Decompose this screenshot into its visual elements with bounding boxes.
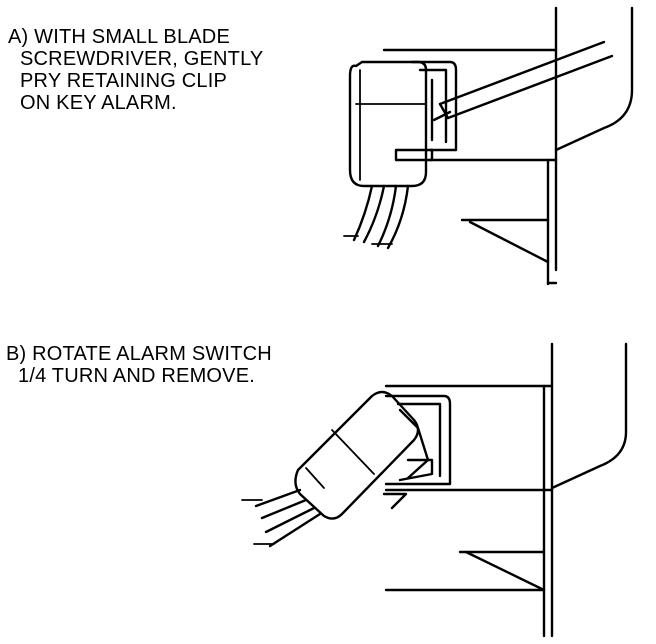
step-a-line-1: A) WITH SMALL BLADE bbox=[8, 26, 230, 48]
step-a-line-3: PRY RETAINING CLIP bbox=[20, 70, 227, 92]
mounting-bracket-b bbox=[382, 394, 452, 510]
step-b-line-2: 1/4 TURN AND REMOVE. bbox=[18, 365, 256, 387]
dash-panel-a bbox=[382, 6, 634, 286]
screwdriver-icon bbox=[432, 40, 614, 122]
dash-panel-b bbox=[384, 342, 628, 638]
step-b-caption: B) ROTATE ALARM SWITCH 1/4 TURN AND REMO… bbox=[6, 343, 272, 387]
step-a-line-2: SCREWDRIVER, GENTLY bbox=[20, 48, 264, 70]
step-a-line-4: ON KEY ALARM. bbox=[20, 92, 177, 114]
key-alarm-switch-b bbox=[241, 390, 434, 548]
key-alarm-switch-a bbox=[343, 60, 458, 250]
step-a-caption: A) WITH SMALL BLADE SCREWDRIVER, GENTLY … bbox=[8, 26, 263, 114]
step-b-line-1: B) ROTATE ALARM SWITCH bbox=[6, 343, 272, 365]
